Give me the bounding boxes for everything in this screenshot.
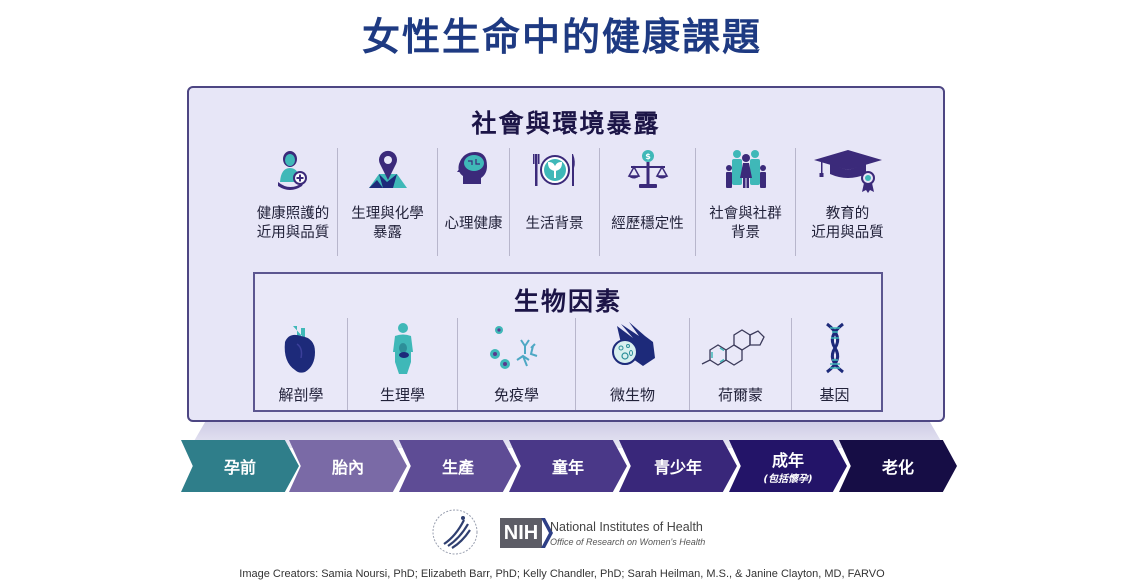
bio-item-genes: 基因	[791, 318, 877, 410]
hhs-seal-icon	[432, 509, 478, 555]
bio-item-immunology: 免疫學	[457, 318, 575, 410]
bio-item-physiology: 生理學	[347, 318, 457, 410]
env-item-exposure: 生理與化學 暴露	[337, 148, 437, 256]
stage-label: 成年	[771, 451, 804, 470]
biological-factors-box: 生物因素 解剖學 生理學	[253, 272, 883, 412]
stage-aging: 老化	[839, 440, 957, 492]
stage-adulthood: 成年 (包括懷孕)	[729, 440, 847, 492]
env-item-healthcare: 健康照護的 近用與品質	[249, 148, 337, 256]
nih-office: Office of Research on Women's Health	[550, 537, 706, 547]
stage-sublabel: (包括懷孕)	[763, 474, 813, 485]
family-group-icon	[725, 150, 766, 188]
nih-logo: NIH	[500, 518, 542, 548]
immune-cells-icon	[489, 326, 537, 369]
stage-label: 孕前	[223, 458, 256, 477]
env-label: 生理與化學 暴露	[351, 206, 424, 241]
body-organs-icon	[392, 323, 413, 374]
stage-in-utero: 胎內	[289, 440, 407, 492]
stage-birth: 生產	[399, 440, 517, 492]
stage-label: 胎內	[331, 458, 364, 477]
env-item-social-community: 社會與社群 背景	[695, 148, 795, 256]
bio-label: 微生物	[609, 386, 655, 404]
healthcare-access-icon	[278, 151, 307, 190]
steroid-molecule-icon	[701, 329, 765, 366]
env-label: 社會與社群 背景	[709, 206, 782, 241]
heart-icon	[284, 326, 315, 373]
plate-utensils-icon	[532, 154, 575, 186]
bio-label: 解剖學	[278, 386, 324, 404]
dna-icon	[825, 322, 844, 374]
env-item-mental-health: 心理健康	[437, 148, 509, 256]
env-label: 心理健康	[444, 215, 503, 232]
env-item-education: 教育的 近用與品質	[795, 148, 899, 256]
env-label: 經歷穩定性	[611, 215, 684, 232]
bio-label: 生理學	[379, 386, 425, 404]
env-item-living-background: 生活背景	[509, 148, 599, 256]
life-stages-timeline: 孕前 胎內 生產 童年 青少年 成年 (包括懷孕) 老化	[181, 440, 961, 494]
env-item-stability: $ 經歷穩定性	[599, 148, 695, 256]
bio-label: 荷爾蒙	[717, 386, 763, 404]
brain-head-icon	[456, 152, 487, 184]
graduation-cap-icon	[813, 150, 882, 193]
bio-label: 免疫學	[493, 386, 539, 404]
bio-item-microbes: 微生物	[575, 318, 689, 410]
social-environmental-heading: 社會與環境暴露	[471, 109, 661, 138]
biological-items: 解剖學 生理學 免疫學	[255, 318, 881, 410]
page-title: 女性生命中的健康課題	[361, 15, 762, 59]
logos: NIH National Institutes of Health Office…	[430, 506, 720, 558]
nih-chevron-icon	[541, 518, 553, 548]
env-label: 生活背景	[525, 215, 584, 232]
image-credits: Image Creators: Samia Noursi, PhD; Eliza…	[239, 568, 885, 580]
nih-name: National Institutes of Health	[550, 520, 703, 534]
glove-petri-dish-icon	[611, 322, 655, 366]
stage-label: 童年	[551, 458, 584, 477]
stage-preconception: 孕前	[181, 440, 299, 492]
social-environmental-box: 社會與環境暴露 健康照護的 近用與品質	[187, 86, 945, 422]
scale-dollar-icon: $	[627, 150, 668, 188]
biological-heading: 生物因素	[513, 287, 622, 316]
bio-label: 基因	[819, 386, 850, 404]
stage-label: 老化	[881, 458, 914, 477]
bio-item-hormones: 荷爾蒙	[689, 318, 791, 410]
stage-label: 青少年	[653, 458, 702, 477]
svg-text:$: $	[645, 152, 651, 161]
env-label: 教育的 近用與品質	[811, 206, 884, 241]
stage-label: 生產	[441, 458, 474, 477]
bio-item-anatomy: 解剖學	[255, 318, 347, 410]
map-pin-icon	[368, 150, 407, 188]
social-environmental-items: 健康照護的 近用與品質 生理與化學 暴露 心理健康	[249, 148, 899, 256]
stage-adolescence: 青少年	[619, 440, 737, 492]
env-label: 健康照護的 近用與品質	[256, 206, 330, 241]
stage-childhood: 童年	[509, 440, 627, 492]
